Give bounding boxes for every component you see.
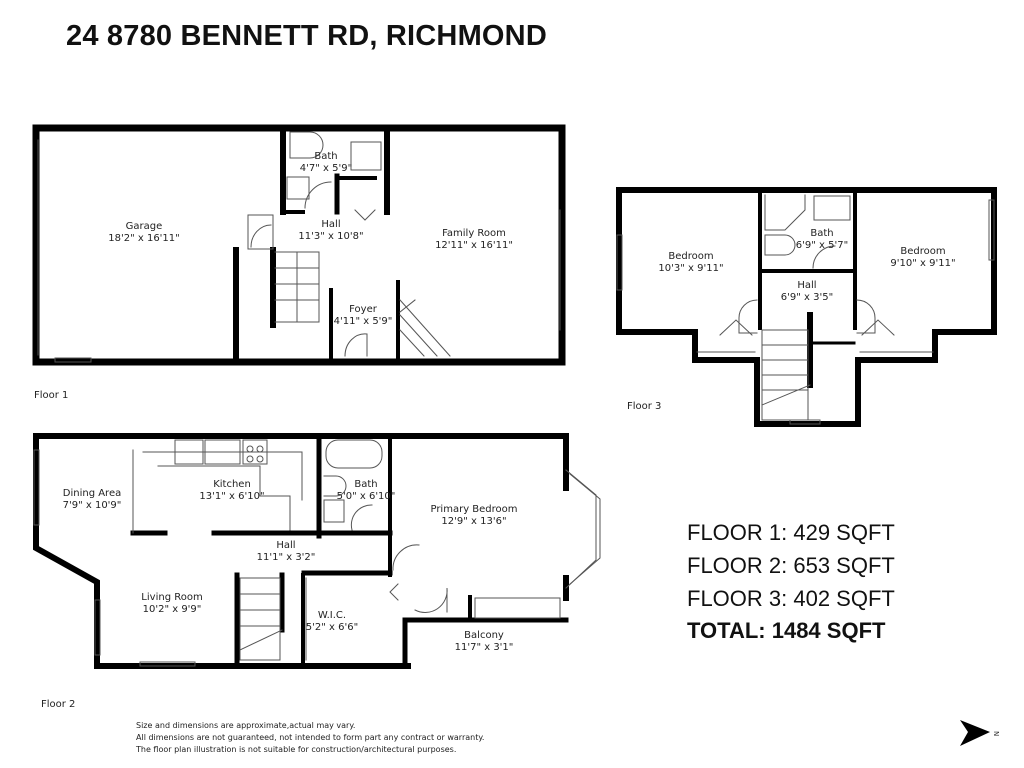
floor-2-fixtures: [33, 439, 601, 667]
disclaimer-line: Size and dimensions are approximate,actu…: [136, 721, 356, 730]
floor-2-area: FLOOR 2: 653 SQFT: [687, 553, 895, 578]
north-arrow-icon: N: [958, 718, 1008, 754]
compass-label: N: [992, 731, 1000, 736]
floor-3-walls: [616, 187, 997, 427]
floor-2-label: Floor 2: [41, 699, 76, 710]
floor-3-fixtures: [616, 194, 995, 425]
floor-1-walls: [32, 124, 566, 366]
floor-3-label: Floor 3: [627, 401, 662, 412]
disclaimer-line: The floor plan illustration is not suita…: [136, 745, 457, 754]
floor-3-area: FLOOR 3: 402 SQFT: [687, 586, 895, 611]
property-address-title: 24 8780 BENNETT RD, RICHMOND: [66, 20, 547, 52]
room-label-wic: W.I.C.5'2" x 6'6": [305, 610, 359, 633]
floor-1-label: Floor 1: [34, 390, 69, 401]
disclaimer: Size and dimensions are approximate,actu…: [136, 720, 484, 756]
floor-2-walls: [33, 433, 569, 669]
total-area: TOTAL: 1484 SQFT: [687, 618, 886, 643]
floor-1-fixtures: [37, 131, 561, 363]
floor-1-area: FLOOR 1: 429 SQFT: [687, 520, 895, 545]
disclaimer-line: All dimensions are not guaranteed, not i…: [136, 733, 485, 742]
